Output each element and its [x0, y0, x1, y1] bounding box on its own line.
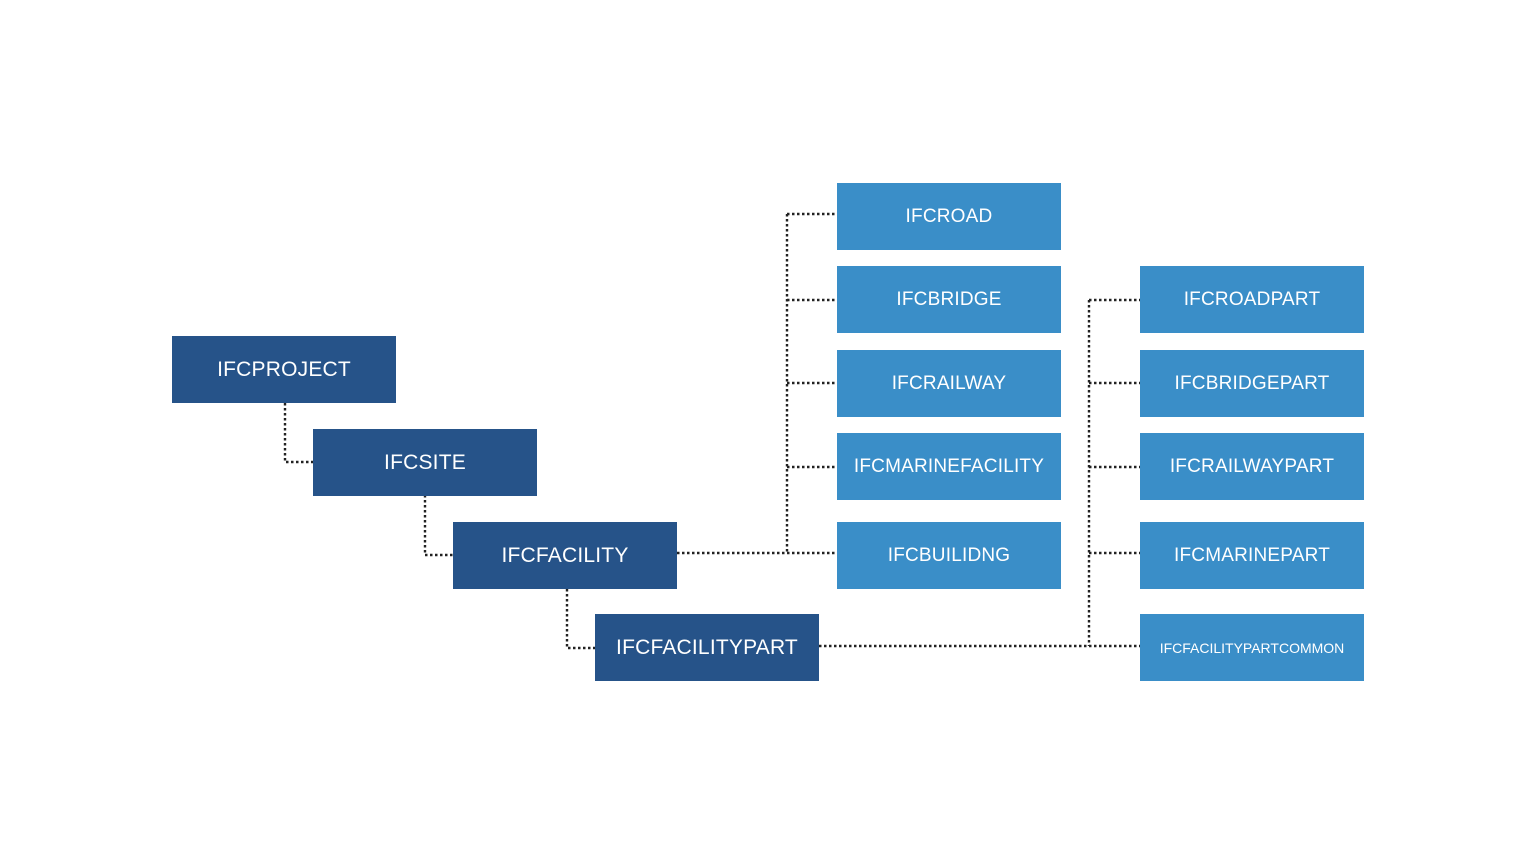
node-ifcroadpart: IFCROADPART — [1140, 266, 1364, 333]
node-ifcbridgepart: IFCBRIDGEPART — [1140, 350, 1364, 417]
node-ifcmarinepart: IFCMARINEPART — [1140, 522, 1364, 589]
node-ifcfacilitypartcommon: IFCFACILITYPARTCOMMON — [1140, 614, 1364, 681]
node-ifcroad: IFCROAD — [837, 183, 1061, 250]
node-ifcfacility: IFCFACILITY — [453, 522, 677, 589]
node-ifcrailwaypart: IFCRAILWAYPART — [1140, 433, 1364, 500]
connector-project-site — [283, 403, 313, 464]
node-ifcsite: IFCSITE — [313, 429, 537, 496]
node-ifcbridge: IFCBRIDGE — [837, 266, 1061, 333]
node-ifcfacilitypart: IFCFACILITYPART — [595, 614, 819, 681]
node-ifcproject: IFCPROJECT — [172, 336, 396, 403]
connector-facility-facilitypart — [565, 589, 595, 650]
node-ifcmarinefacility: IFCMARINEFACILITY — [837, 433, 1061, 500]
connector-site-facility — [423, 495, 453, 557]
node-ifcbuilidng: IFCBUILIDNG — [837, 522, 1061, 589]
node-ifcrailway: IFCRAILWAY — [837, 350, 1061, 417]
